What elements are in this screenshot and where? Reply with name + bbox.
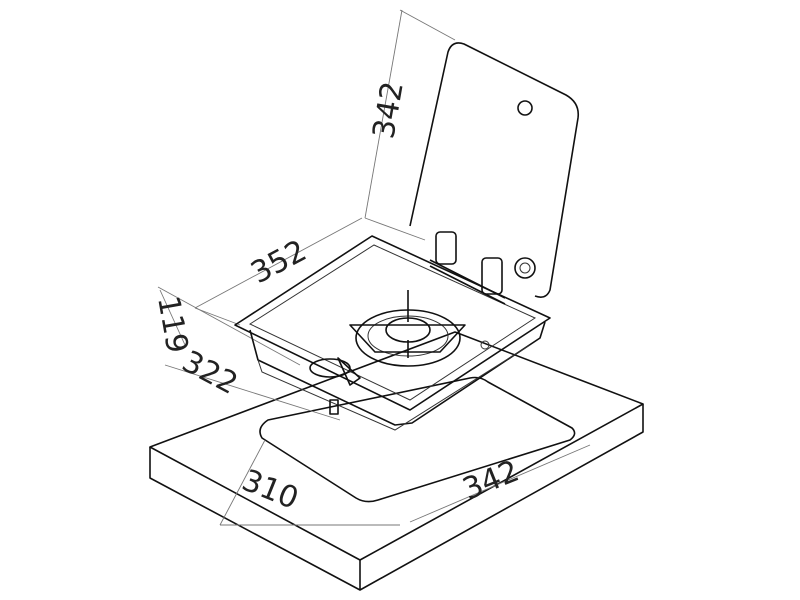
knob-icon [514,257,536,279]
countertop [149,331,644,591]
hinge-left [435,231,457,265]
label-cutout-width: 342 [458,454,524,508]
label-cutout-depth: 310 [237,463,303,517]
hob [234,235,551,431]
cutout [259,376,576,503]
label-hob-width: 352 [245,233,312,291]
hinge-right [481,257,503,295]
glass-lid [409,42,580,305]
label-lid-height: 342 [366,79,410,141]
dimension-lines [157,9,591,526]
lid-hole [517,100,533,116]
label-hob-depth-offset: 119 [150,293,194,355]
label-hob-depth: 322 [176,344,243,402]
